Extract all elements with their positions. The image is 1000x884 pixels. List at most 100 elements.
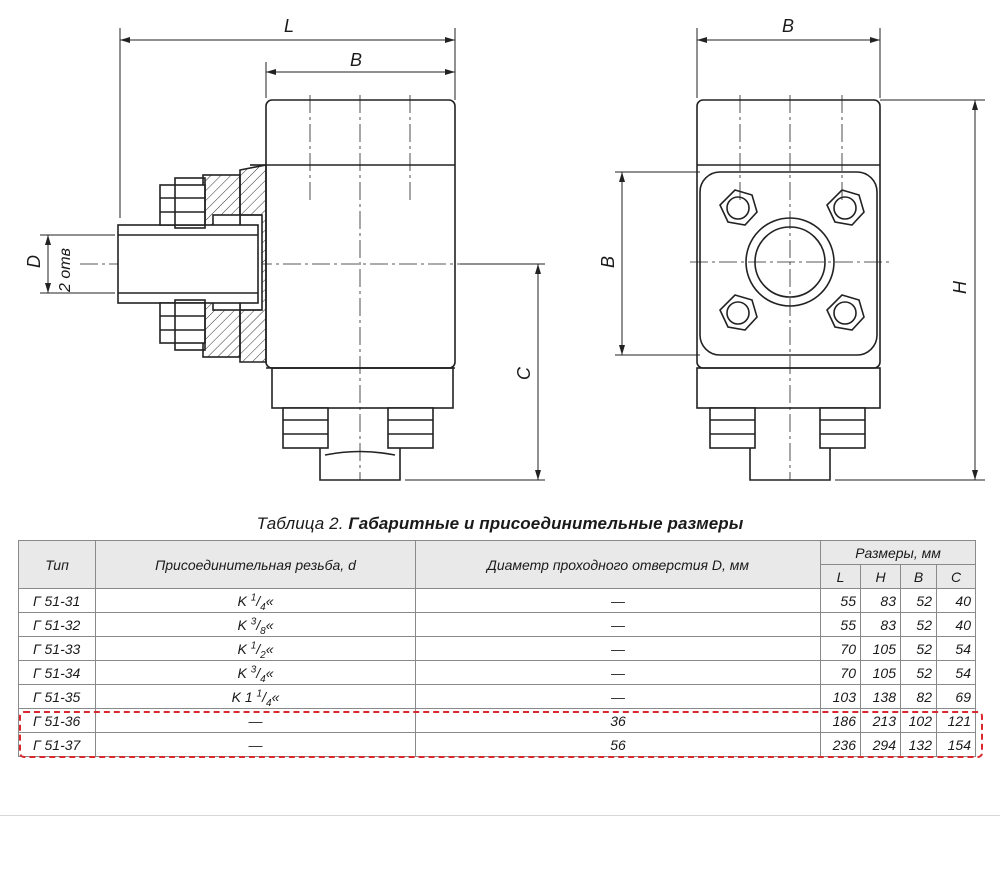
cell-diameter: —	[415, 588, 821, 613]
cell-B: 102	[900, 708, 937, 733]
cell-type: Г 51-37	[18, 732, 96, 757]
thread-slash: /	[256, 592, 261, 609]
thread-suffix: «	[271, 688, 280, 705]
cell-H: 105	[860, 660, 901, 685]
dim-label-B-right: B	[782, 16, 794, 36]
thread-denominator: 2	[260, 649, 266, 661]
cell-B: 82	[900, 684, 937, 709]
cell-thread: K 3/4«	[95, 660, 416, 685]
thread-main: K 1	[231, 688, 257, 705]
cell-type: Г 51-32	[18, 612, 96, 637]
cell-C: 40	[936, 588, 976, 613]
cell-L: 55	[820, 588, 861, 613]
cell-thread: K 1/4«	[95, 588, 416, 613]
header-diameter: Диаметр проходного отверстия D, мм	[415, 540, 821, 589]
cell-type: Г 51-36	[18, 708, 96, 733]
header-L: L	[820, 564, 861, 589]
cell-thread: K 1 1/4«	[95, 684, 416, 709]
dim-label-L: L	[284, 16, 294, 36]
cell-L: 55	[820, 612, 861, 637]
table-caption: Таблица 2. Габаритные и присоединительны…	[0, 514, 1000, 534]
thread-main: K	[237, 616, 251, 633]
thread-numerator: 3	[250, 615, 257, 627]
cell-diameter: 36	[415, 708, 821, 733]
thread-main: K	[237, 640, 251, 657]
header-C: C	[936, 564, 976, 589]
dimensions-table: Тип Присоединительная резьба, d Диаметр …	[18, 540, 976, 757]
cell-type: Г 51-33	[18, 636, 96, 661]
cell-thread: —	[95, 708, 416, 733]
thread-main: —	[248, 736, 263, 753]
thread-main: —	[248, 712, 263, 729]
cell-thread: —	[95, 732, 416, 757]
cell-L: 186	[820, 708, 861, 733]
cell-diameter: —	[415, 660, 821, 685]
cell-B: 52	[900, 636, 937, 661]
cell-type: Г 51-34	[18, 660, 96, 685]
caption-title: Габаритные и присоединительные размеры	[348, 514, 744, 533]
cell-L: 70	[820, 636, 861, 661]
thread-slash: /	[256, 640, 261, 657]
cell-H: 213	[860, 708, 901, 733]
cell-C: 69	[936, 684, 976, 709]
cell-thread: K 3/8«	[95, 612, 416, 637]
cell-C: 40	[936, 612, 976, 637]
thread-numerator: 1	[256, 687, 263, 699]
cell-B: 52	[900, 660, 937, 685]
technical-drawing: L B B B H C D 2 отв	[24, 16, 985, 481]
cell-diameter: —	[415, 636, 821, 661]
cell-H: 83	[860, 612, 901, 637]
header-type: Тип	[18, 540, 96, 589]
cell-type: Г 51-31	[18, 588, 96, 613]
cell-C: 121	[936, 708, 976, 733]
thread-denominator: 4	[260, 601, 266, 613]
header-H: H	[860, 564, 901, 589]
thread-suffix: «	[265, 640, 274, 657]
thread-denominator: 4	[260, 673, 266, 685]
dim-label-holes: 2 отв	[57, 248, 74, 293]
cell-B: 132	[900, 732, 937, 757]
cell-L: 103	[820, 684, 861, 709]
thread-main: K	[237, 664, 251, 681]
dim-label-C: C	[514, 366, 534, 380]
cell-H: 138	[860, 684, 901, 709]
cell-H: 294	[860, 732, 901, 757]
thread-numerator: 1	[250, 591, 257, 603]
thread-main: K	[237, 592, 251, 609]
front-view	[615, 28, 985, 481]
header-B: B	[900, 564, 937, 589]
thread-slash: /	[262, 688, 266, 705]
thread-numerator: 1	[250, 639, 257, 651]
thread-suffix: «	[265, 616, 274, 633]
dim-label-B-top: B	[350, 50, 362, 70]
cell-L: 70	[820, 660, 861, 685]
header-sizes: Размеры, мм	[820, 540, 976, 565]
cell-C: 54	[936, 660, 976, 685]
header-thread: Присоединительная резьба, d	[95, 540, 416, 589]
dim-label-H: H	[950, 280, 970, 294]
cell-diameter: 56	[415, 732, 821, 757]
thread-numerator: 3	[250, 663, 257, 675]
cell-B: 52	[900, 588, 937, 613]
side-view	[40, 28, 545, 481]
footer-divider	[0, 815, 1000, 816]
cell-diameter: —	[415, 612, 821, 637]
dim-label-D: D	[24, 255, 44, 268]
thread-denominator: 4	[266, 697, 272, 709]
cell-H: 105	[860, 636, 901, 661]
cell-type: Г 51-35	[18, 684, 96, 709]
thread-suffix: «	[265, 664, 274, 681]
thread-slash: /	[256, 664, 261, 681]
thread-denominator: 8	[260, 625, 266, 637]
dim-label-B-side: B	[598, 256, 618, 268]
cell-C: 54	[936, 636, 976, 661]
cell-C: 154	[936, 732, 976, 757]
cell-H: 83	[860, 588, 901, 613]
cell-thread: K 1/2«	[95, 636, 416, 661]
